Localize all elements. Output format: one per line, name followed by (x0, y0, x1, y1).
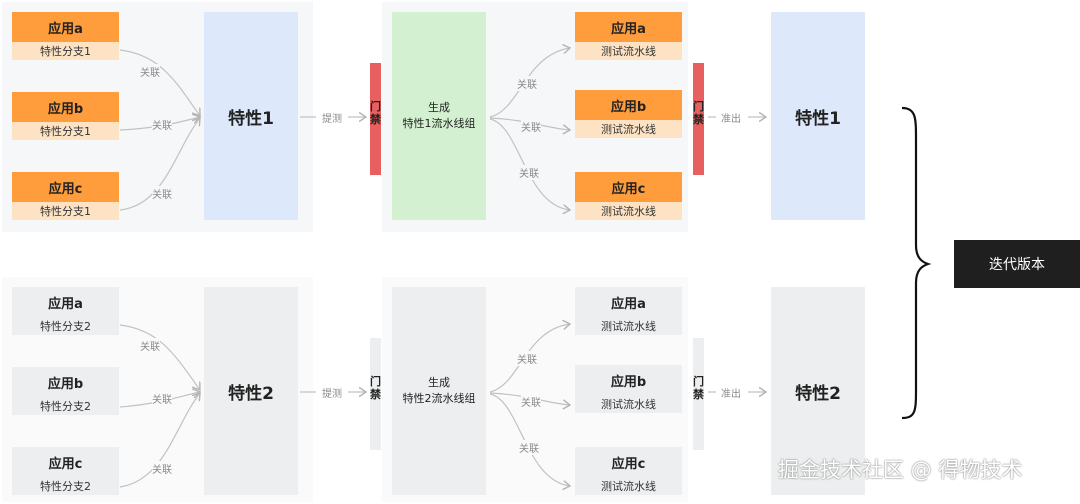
row1-link-c (119, 118, 200, 211)
row2-link-c (119, 393, 200, 488)
row1-release-gate (693, 63, 704, 175)
row2-app-a: 应用a (12, 287, 119, 317)
version-brace (901, 106, 932, 420)
row2-link-a (119, 324, 200, 390)
row1-submit-label: 提测 (322, 114, 342, 125)
row1-release-label: 准出 (721, 114, 741, 125)
row1-release-gate-char-2: 禁 (693, 113, 704, 126)
row2-release-label: 准出 (721, 389, 741, 400)
row1-test-a: 应用a (575, 12, 682, 42)
row1-gate (370, 63, 381, 175)
row1-result: 特性1 (771, 12, 865, 220)
row2-app-c: 应用c (12, 447, 119, 477)
version-box: 迭代版本 (954, 240, 1080, 288)
row2-gate-char-1: 门 (370, 375, 381, 388)
row2-gate-label: 门 禁 (370, 375, 382, 401)
row1-test-label-c: 关联 (519, 165, 539, 180)
row2-link-label-b: 关联 (152, 391, 172, 406)
row2-app-b-branch: 特性分支2 (12, 397, 119, 415)
row1-app-b-branch: 特性分支1 (12, 122, 119, 140)
row2-release-gate-char-2: 禁 (693, 388, 704, 401)
row1-pipeline-group: 生成 特性1流水线组 (392, 12, 486, 220)
row1-app-c-branch: 特性分支1 (12, 202, 119, 220)
row2-release-gate-char-1: 门 (693, 375, 704, 388)
row2-test-label-a: 关联 (517, 351, 537, 366)
row2-test-a-pipeline: 测试流水线 (575, 317, 682, 335)
row2-app-b: 应用b (12, 367, 119, 397)
row2-link-label-c: 关联 (152, 461, 172, 476)
row1-test-b-pipeline: 测试流水线 (575, 120, 682, 138)
row2-pipeline-line1: 生成 (428, 376, 450, 389)
row1-feature: 特性1 (204, 12, 298, 220)
row2-gate-char-2: 禁 (370, 388, 381, 401)
row2-pipeline-group: 生成 特性2流水线组 (392, 287, 486, 495)
row2-link-label-a: 关联 (140, 338, 160, 353)
row1-test-c-pipeline: 测试流水线 (575, 202, 682, 220)
row2-gate (370, 338, 381, 450)
row1-release-gate-char-1: 门 (693, 100, 704, 113)
row2-result: 特性2 (771, 287, 865, 495)
row1-app-c: 应用c (12, 172, 119, 202)
row1-link-label-c: 关联 (152, 186, 172, 201)
row2-release-gate (693, 338, 704, 450)
row2-test-label-c: 关联 (519, 440, 539, 455)
row1-gate-label: 门 禁 (370, 100, 382, 126)
row1-gate-char-1: 门 (370, 100, 381, 113)
row1-pipeline-line1: 生成 (428, 101, 450, 114)
row1-pipeline-line2: 特性1流水线组 (402, 117, 476, 130)
row2-test-label-b: 关联 (521, 394, 541, 409)
row1-test-label-a: 关联 (517, 76, 537, 91)
row2-app-a-branch: 特性分支2 (12, 317, 119, 335)
row2-pipeline-line2: 特性2流水线组 (402, 392, 476, 405)
row1-app-a: 应用a (12, 12, 119, 42)
row1-test-label-b: 关联 (521, 119, 541, 134)
row2-test-c: 应用c (575, 447, 682, 477)
row1-link-label-b: 关联 (152, 117, 172, 132)
row2-submit-label: 提测 (322, 389, 342, 400)
row1-test-b: 应用b (575, 90, 682, 120)
row1-release-gate-label: 门 禁 (693, 100, 705, 126)
row2-feature: 特性2 (204, 287, 298, 495)
row2-release-gate-label: 门 禁 (693, 375, 705, 401)
row1-app-a-branch: 特性分支1 (12, 42, 119, 60)
watermark: 掘金技术社区 @ 得物技术 (778, 458, 1023, 482)
row1-gate-char-2: 禁 (370, 113, 381, 126)
row2-test-a: 应用a (575, 287, 682, 317)
row1-test-c (489, 118, 570, 210)
row2-test-c-pipeline: 测试流水线 (575, 477, 682, 495)
row1-app-b: 应用b (12, 92, 119, 122)
row2-test-b-pipeline: 测试流水线 (575, 395, 682, 413)
row2-app-c-branch: 特性分支2 (12, 477, 119, 495)
row1-test-c: 应用c (575, 172, 682, 202)
row1-test-a-pipeline: 测试流水线 (575, 42, 682, 60)
row1-link-label-a: 关联 (140, 64, 160, 79)
row1-link-a (119, 49, 200, 116)
row2-test-b: 应用b (575, 365, 682, 395)
